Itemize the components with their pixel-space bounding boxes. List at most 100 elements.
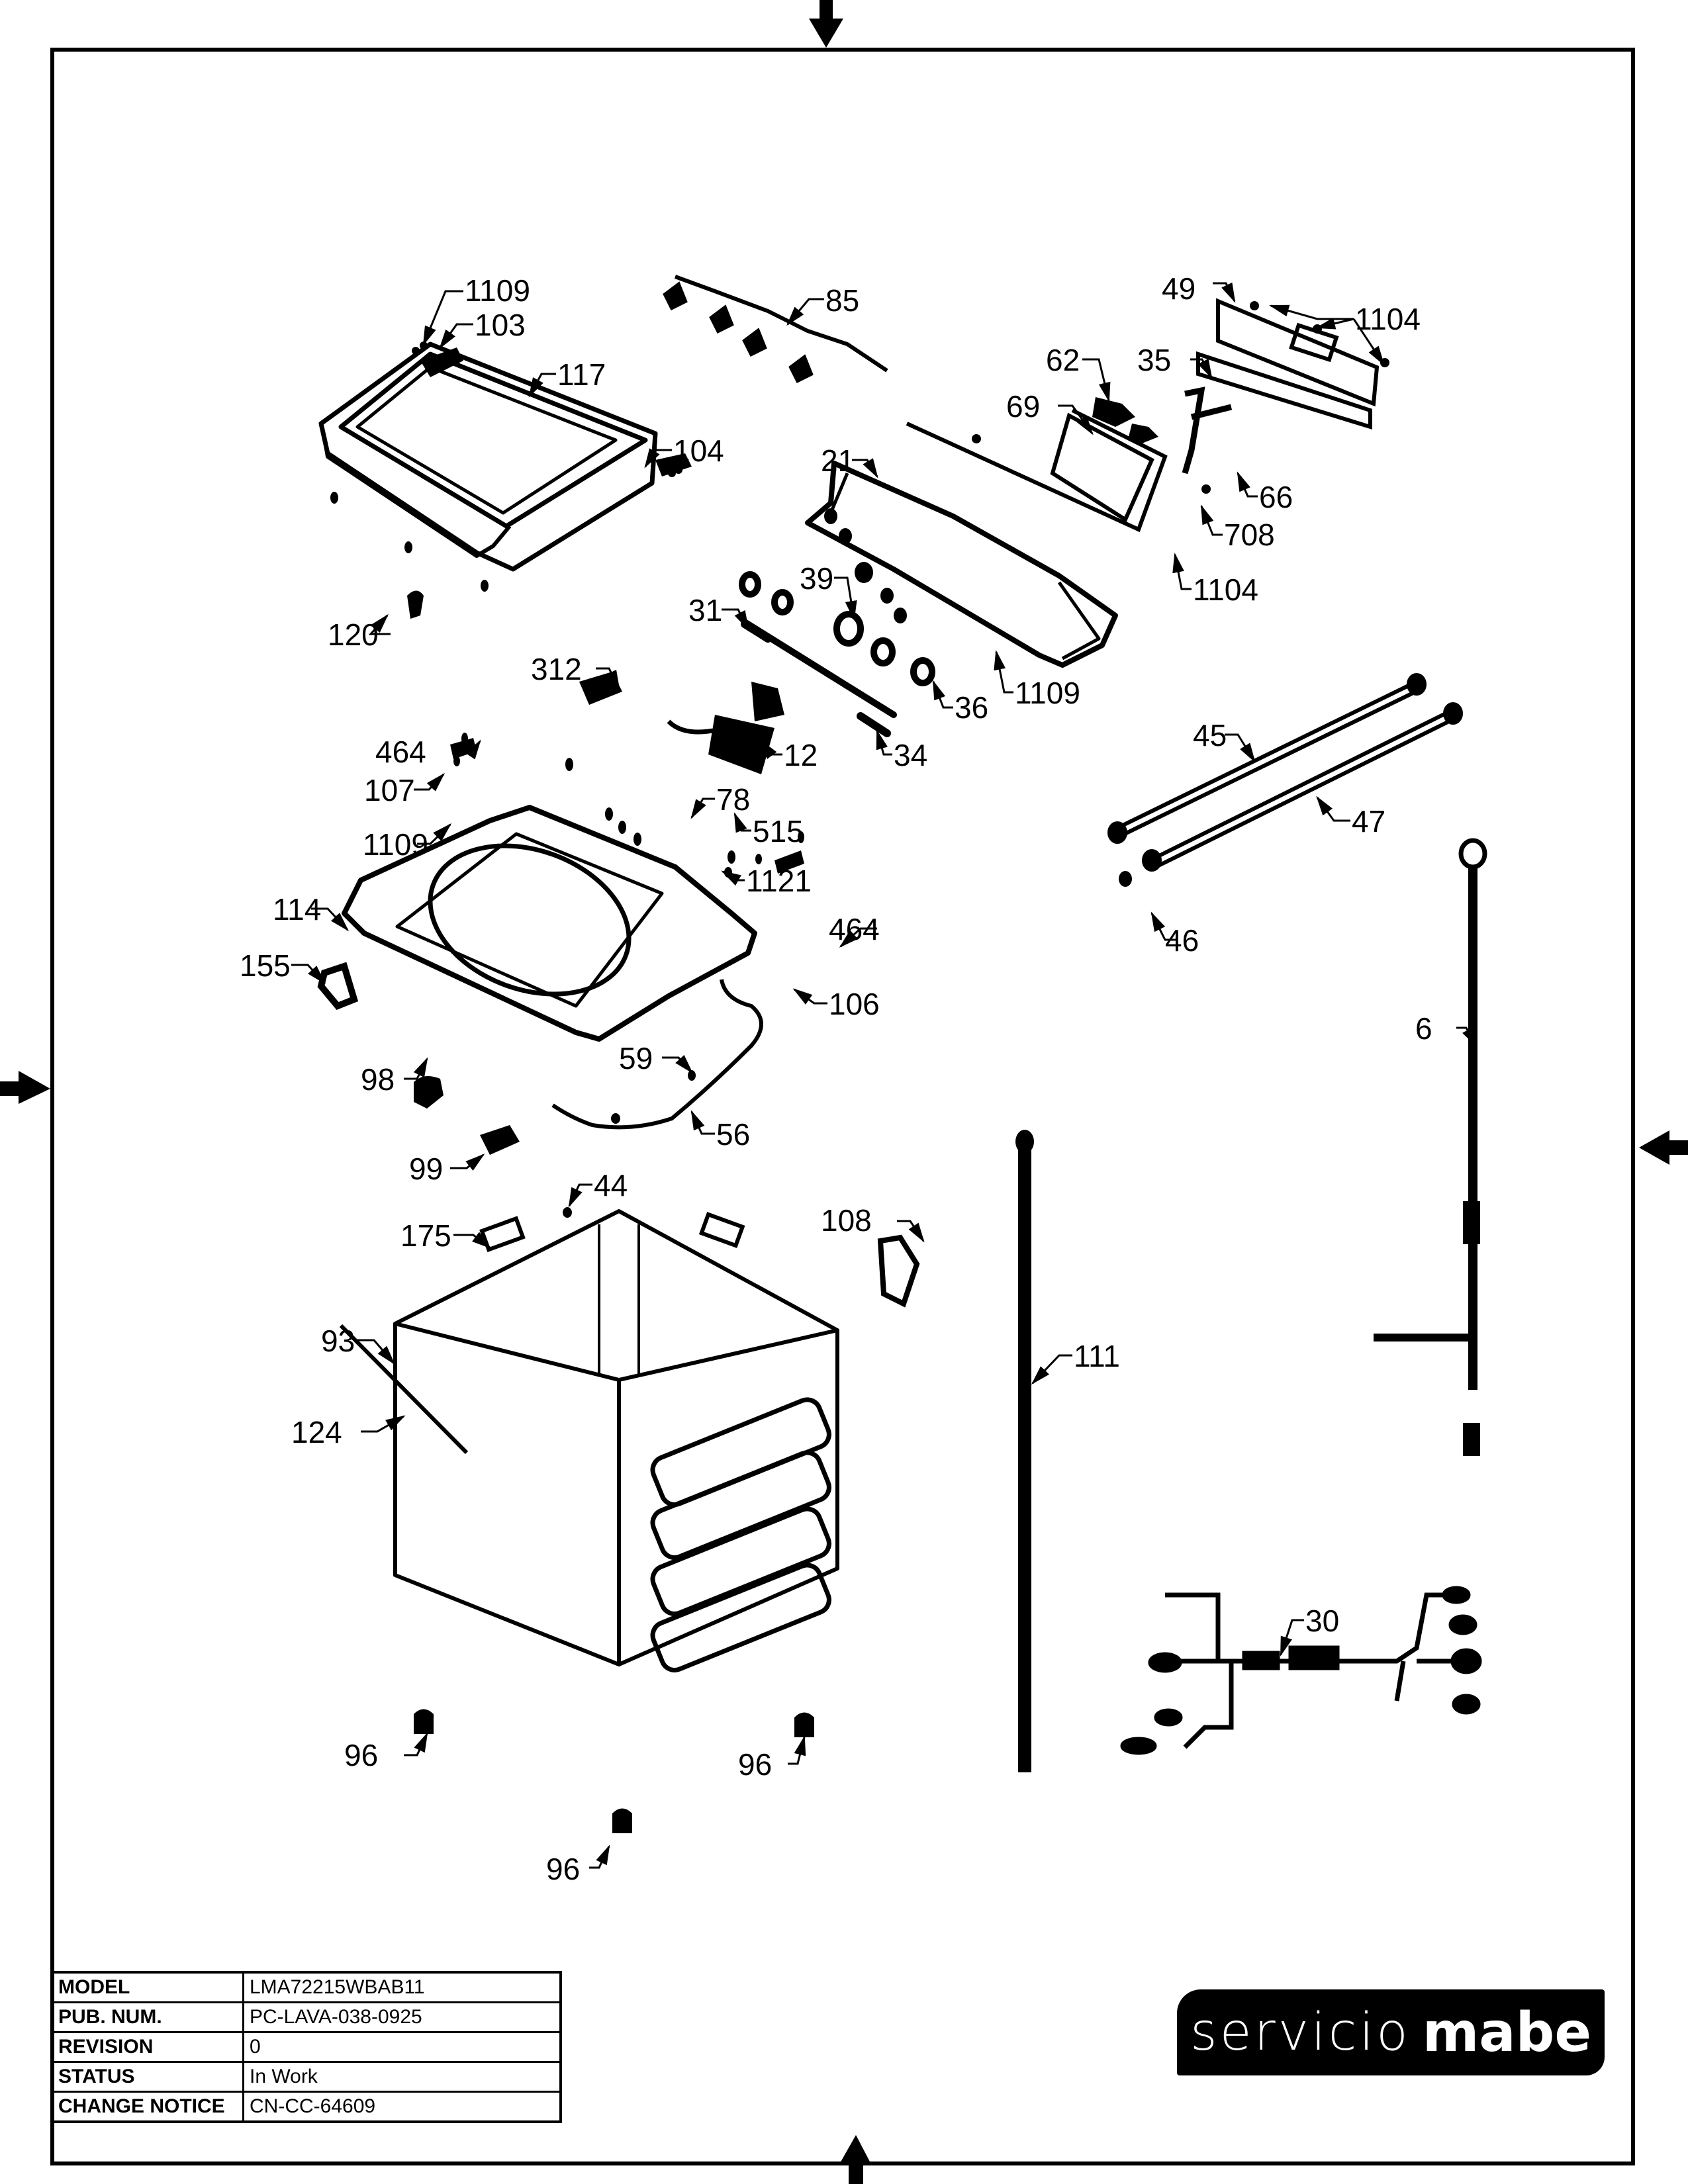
status-value: In Work [242, 2061, 562, 2093]
callout-104: 104 [673, 433, 724, 468]
title-block: MODEL LMA72215WBAB11 PUB. NUM. PC-LAVA-0… [50, 1971, 562, 2123]
part-pump-12 [708, 682, 784, 774]
callout-708: 708 [1224, 518, 1275, 552]
part-hinge-104 [655, 453, 692, 477]
border-arrow-left-icon [0, 1071, 50, 1104]
callout-96-a: 96 [344, 1738, 378, 1772]
callout-62: 62 [1046, 343, 1080, 377]
callout-36: 36 [955, 690, 988, 725]
title-row-model: MODEL LMA72215WBAB11 [50, 1971, 562, 2003]
title-key: PUB. NUM. [50, 2001, 244, 2033]
part-155 [317, 962, 359, 1010]
leader-lines [291, 282, 1477, 1869]
callout-117: 117 [557, 357, 606, 392]
revision-value: 0 [242, 2031, 562, 2063]
model-value: LMA72215WBAB11 [242, 1971, 562, 2003]
callout-103: 103 [475, 308, 526, 342]
part-knobs [739, 571, 935, 686]
part-washer-46 [1119, 871, 1132, 887]
logo-word-servicio: servicio [1190, 2003, 1411, 2062]
part-screws-top [565, 758, 735, 878]
callout-99: 99 [409, 1152, 443, 1186]
part-hose-45 [1107, 673, 1427, 844]
part-harness-66 [1182, 387, 1233, 475]
part-harness-85 [663, 275, 888, 384]
callout-108: 108 [821, 1203, 872, 1238]
part-hose-47 [1142, 702, 1463, 872]
part-hose-56 [551, 979, 763, 1130]
callout-96-b: 96 [738, 1747, 772, 1782]
title-row-pub-num: PUB. NUM. PC-LAVA-038-0925 [50, 2001, 562, 2033]
title-key: REVISION [50, 2031, 244, 2063]
part-hinge-107 [450, 733, 477, 766]
logo-word-mabe: mabe [1422, 2001, 1591, 2064]
part-power-cord-6 [1374, 838, 1487, 1456]
part-lid [318, 341, 658, 572]
callout-45: 45 [1193, 718, 1227, 752]
callout-93: 93 [321, 1324, 355, 1358]
part-drain-hose-111 [1015, 1130, 1034, 1772]
title-row-change-notice: CHANGE NOTICE CN-CC-64609 [50, 2091, 562, 2123]
callout-155: 155 [240, 948, 291, 983]
part-312 [579, 672, 622, 705]
callout-49: 49 [1162, 271, 1196, 306]
part-label-175 [479, 1212, 745, 1253]
callout-85: 85 [825, 283, 859, 318]
part-console-holes [824, 508, 907, 623]
part-screw-44 [563, 1207, 572, 1218]
part-connector-62 [1092, 397, 1158, 443]
title-key: STATUS [50, 2061, 244, 2093]
callout-114: 114 [273, 892, 321, 927]
part-hinge-106 [755, 831, 804, 874]
callout-175: 175 [400, 1218, 451, 1253]
callout-31: 31 [688, 593, 722, 627]
servicio-mabe-logo: servicio mabe [1177, 1989, 1605, 2075]
callout-39: 39 [800, 561, 833, 596]
callout-1109-top: 1109 [363, 827, 428, 862]
callout-106: 106 [829, 987, 880, 1021]
callout-12: 12 [784, 738, 818, 772]
title-key: CHANGE NOTICE [50, 2091, 244, 2123]
part-screw-56 [611, 1113, 620, 1124]
part-board-69 [906, 408, 1168, 533]
callout-107: 107 [364, 773, 415, 807]
callout-124: 124 [291, 1415, 342, 1449]
callout-59: 59 [619, 1041, 653, 1075]
part-108 [877, 1234, 920, 1308]
change-notice-value: CN-CC-64609 [242, 2091, 562, 2123]
callout-47: 47 [1352, 804, 1385, 839]
callout-78: 78 [716, 782, 750, 817]
part-99 [480, 1125, 520, 1155]
callout-69: 69 [1006, 389, 1040, 424]
part-screws-lid [330, 492, 489, 592]
part-cabinet-ribs [650, 1397, 831, 1673]
part-feet-96 [414, 1709, 814, 1833]
callout-111: 111 [1074, 1339, 1120, 1373]
part-screws-1104 [972, 301, 1389, 494]
title-row-revision: REVISION 0 [50, 2031, 562, 2063]
border-arrow-top-icon [809, 0, 843, 48]
callout-312: 312 [531, 652, 582, 686]
title-key: MODEL [50, 1971, 244, 2003]
part-cabinet-93 [393, 1209, 839, 1666]
callout-1104-mid: 1104 [1193, 572, 1258, 607]
callout-35: 35 [1137, 343, 1171, 377]
callout-120: 120 [328, 617, 379, 652]
border-arrow-bottom-icon [839, 2135, 871, 2184]
part-hose-78 [667, 719, 734, 749]
callout-1109-ctrl: 1109 [1015, 676, 1080, 710]
callout-464-b: 464 [829, 912, 880, 946]
part-bumper-120 [407, 590, 424, 619]
border-arrow-right-icon [1639, 1130, 1688, 1165]
part-bracket-124 [339, 1324, 469, 1455]
pub-num-value: PC-LAVA-038-0925 [242, 2001, 562, 2033]
callout-6: 6 [1415, 1011, 1432, 1046]
callout-515: 515 [753, 814, 804, 848]
callout-464-a: 464 [375, 735, 426, 769]
part-98 [414, 1076, 444, 1109]
callout-34: 34 [894, 738, 927, 772]
callout-56: 56 [716, 1117, 750, 1152]
title-row-status: STATUS In Work [50, 2061, 562, 2093]
